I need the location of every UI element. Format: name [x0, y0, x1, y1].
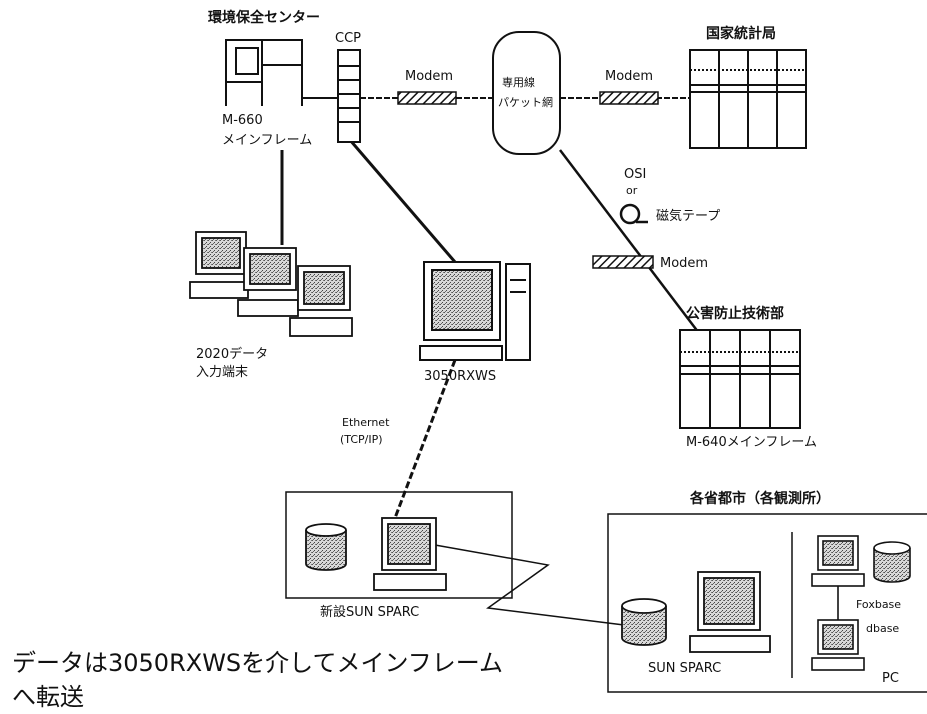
- ethernet-label: Ethernet: [342, 416, 390, 429]
- ccp-device: [338, 50, 360, 142]
- remote-sun-workstation: [690, 572, 770, 652]
- national-stats-label: 国家統計局: [706, 25, 776, 42]
- caption-line-2: へ転送: [12, 680, 503, 714]
- foxbase-label: Foxbase: [856, 598, 901, 611]
- env-center-label: 環境保全センター: [208, 9, 320, 26]
- modem-lower-label: Modem: [660, 256, 708, 271]
- packet-network: [493, 32, 560, 154]
- modem-lower-device: [593, 256, 653, 268]
- m660-label: M-660: [222, 113, 263, 128]
- magnetic-tape-icon: [621, 205, 648, 223]
- provinces-label: 各省都市（各観測所）: [689, 490, 830, 507]
- terminal-2: [238, 248, 298, 316]
- pollution-dept-label: 公害防止技術部: [686, 305, 784, 322]
- ethernet-protocol-label: (TCP/IP): [340, 433, 383, 446]
- m660-sublabel: メインフレーム: [222, 133, 312, 148]
- database-icon: [874, 542, 910, 582]
- modem-right-device: [600, 92, 658, 104]
- terminal-sublabel: 入力端末: [196, 365, 248, 380]
- modem-left-device: [398, 92, 456, 104]
- data-entry-terminals: [190, 232, 352, 336]
- modem-right-label: Modem: [605, 69, 653, 84]
- national-stats-mainframe: [690, 50, 806, 148]
- terminal-label: 2020データ: [196, 346, 268, 362]
- modem-left-label: Modem: [405, 69, 453, 84]
- pc-label: PC: [882, 671, 899, 686]
- sun-sparc-label: SUN SPARC: [648, 661, 721, 676]
- line-ccp-ws: [350, 140, 455, 262]
- remote-disk-icon: [622, 599, 666, 645]
- disk-icon: [306, 524, 346, 570]
- ws-label: 3050RXWS: [424, 369, 496, 384]
- packet-sublabel: パケット網: [498, 95, 553, 109]
- ccp-label: CCP: [335, 31, 361, 46]
- new-sun-label: 新設SUN SPARC: [320, 604, 419, 620]
- workstation-3050rxws: [420, 262, 530, 360]
- terminal-3: [290, 266, 352, 336]
- new-sun-workstation: [374, 518, 446, 590]
- caption-line-1: データは3050RXWSを介してメインフレーム: [12, 646, 503, 680]
- line-sun-to-remote: [435, 545, 624, 625]
- osi-or-label: or: [626, 184, 638, 197]
- dbase-label: dbase: [866, 622, 899, 635]
- osi-label: OSI: [624, 167, 646, 182]
- mag-tape-label: 磁気テープ: [656, 208, 720, 224]
- terminal-1: [190, 232, 248, 298]
- m640-label: M-640メインフレーム: [686, 435, 817, 450]
- packet-label: 専用線: [502, 75, 535, 89]
- m640-mainframe: [680, 330, 800, 428]
- caption: データは3050RXWSを介してメインフレーム へ転送: [12, 646, 503, 714]
